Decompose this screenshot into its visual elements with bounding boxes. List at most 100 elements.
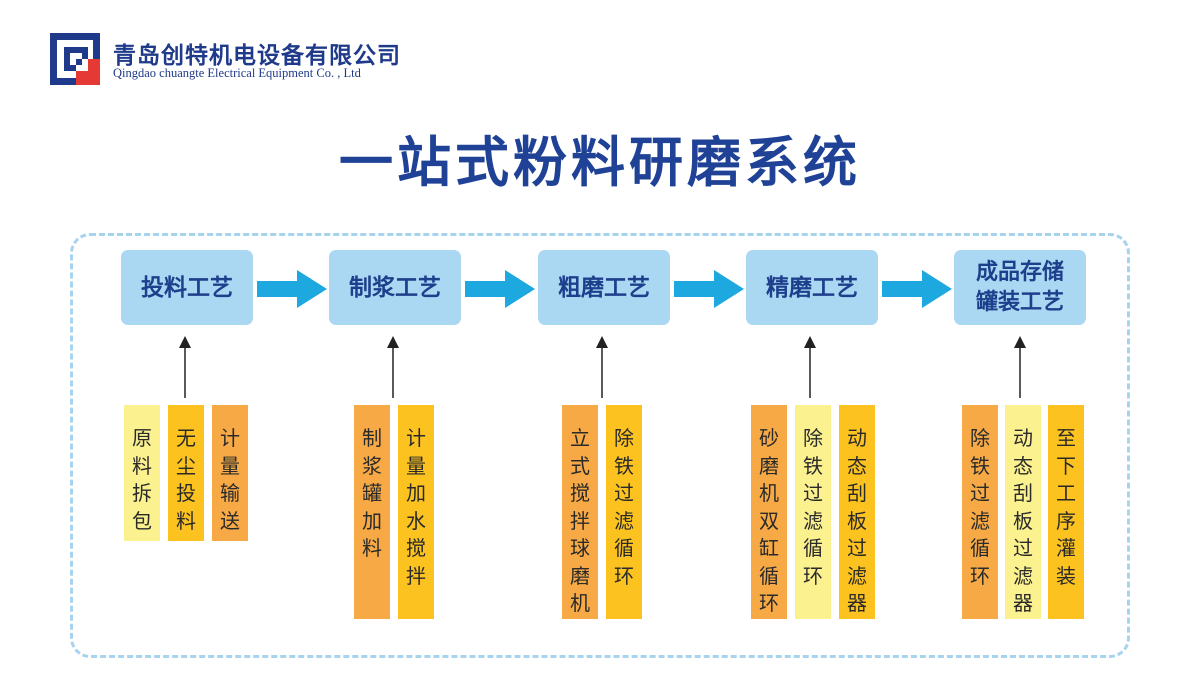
sub-item-char: 循	[614, 536, 634, 560]
sub-item-char: 磨	[570, 563, 590, 588]
sub-item-char: 球	[570, 536, 590, 560]
sub-item-char: 铁	[803, 453, 823, 478]
sub-item-metered-water-stirring: 计量加水搅拌	[398, 405, 434, 619]
sub-item-vertical-ball-mill: 立式搅拌球磨机	[562, 405, 598, 619]
sub-item-char: 滤	[1013, 563, 1033, 588]
sub-item-char: 过	[803, 481, 823, 505]
sub-item-char: 环	[759, 591, 779, 615]
right-arrow-icon	[674, 270, 744, 308]
sub-item-char: 原	[132, 426, 152, 450]
step-box-storage-filling: 成品存储罐装工艺	[954, 250, 1086, 325]
sub-item-char: 量	[406, 453, 426, 478]
sub-item-char: 除	[803, 426, 823, 450]
sub-item-char: 送	[220, 508, 240, 533]
sub-item-char: 尘	[176, 453, 196, 478]
sub-item-char: 铁	[970, 453, 990, 478]
sub-item-char: 计	[220, 426, 240, 450]
sub-item-char: 料	[132, 453, 152, 478]
right-arrow-icon	[465, 270, 535, 308]
sub-item-char: 过	[970, 481, 990, 505]
sub-item-iron-removal-filter-loop: 除铁过滤循环	[962, 405, 998, 619]
sub-item-char: 滤	[614, 508, 634, 533]
company-name-cn: 青岛创特机电设备有限公司	[113, 43, 401, 69]
sub-item-dynamic-scraper-filter: 动态刮板过滤器	[1005, 405, 1041, 619]
sub-item-char: 包	[132, 508, 152, 533]
company-logo-icon	[50, 33, 100, 85]
sub-item-char: 刮	[847, 481, 867, 505]
sub-item-char: 环	[614, 563, 634, 588]
sub-item-iron-removal-filter-loop: 除铁过滤循环	[606, 405, 642, 619]
sub-item-char: 除	[614, 426, 634, 450]
sub-item-char: 过	[1013, 536, 1033, 560]
sub-item-char: 器	[1013, 591, 1033, 615]
sub-item-char: 装	[1056, 563, 1076, 588]
sub-item-to-next-process-filling: 至下工序灌装	[1048, 405, 1084, 619]
up-arrow-icon	[387, 336, 399, 398]
sub-item-char: 加	[362, 508, 382, 533]
sub-item-char: 刮	[1013, 481, 1033, 505]
sub-item-char: 输	[220, 481, 240, 505]
sub-item-char: 机	[570, 591, 590, 615]
sub-item-char: 循	[970, 536, 990, 560]
sub-item-char: 循	[803, 536, 823, 560]
sub-item-char: 滤	[803, 508, 823, 533]
sub-item-char: 量	[220, 453, 240, 478]
up-arrow-icon	[596, 336, 608, 398]
up-arrow-icon	[1014, 336, 1026, 398]
sub-item-sand-mill-dual-tank: 砂磨机双缸循环	[751, 405, 787, 619]
sub-item-dust-free-feeding: 无尘投料	[168, 405, 204, 541]
diagram-frame	[70, 233, 1130, 658]
sub-item-raw-material-unpacking: 原料拆包	[124, 405, 160, 541]
step-box-feeding: 投料工艺	[121, 250, 253, 325]
sub-item-char: 缸	[759, 536, 779, 560]
sub-item-iron-removal-filter-loop: 除铁过滤循环	[795, 405, 831, 619]
sub-item-char: 计	[406, 426, 426, 450]
sub-item-char: 灌	[1056, 536, 1076, 560]
sub-item-char: 拌	[406, 563, 426, 588]
sub-item-char: 过	[847, 536, 867, 560]
step-box-slurry: 制浆工艺	[329, 250, 461, 325]
sub-item-char: 双	[759, 508, 779, 533]
step-box-coarse-grinding: 粗磨工艺	[538, 250, 670, 325]
right-arrow-icon	[882, 270, 952, 308]
sub-item-char: 砂	[759, 426, 779, 450]
sub-item-char: 态	[1013, 453, 1033, 478]
up-arrow-icon	[804, 336, 816, 398]
sub-item-char: 料	[362, 536, 382, 560]
sub-item-slurry-tank-feeding: 制浆罐加料	[354, 405, 390, 619]
sub-item-char: 机	[759, 481, 779, 505]
sub-item-char: 环	[970, 563, 990, 588]
sub-item-char: 罐	[362, 481, 382, 505]
sub-item-char: 循	[759, 563, 779, 588]
sub-item-char: 下	[1056, 453, 1076, 478]
sub-item-char: 板	[1013, 508, 1033, 533]
sub-item-char: 式	[570, 453, 590, 478]
sub-item-char: 立	[570, 426, 590, 450]
sub-item-char: 序	[1056, 508, 1076, 533]
sub-item-char: 无	[176, 426, 196, 450]
sub-item-char: 环	[803, 563, 823, 588]
page-title: 一站式粉料研磨系统	[339, 131, 861, 194]
sub-item-char: 料	[176, 508, 196, 533]
sub-item-char: 板	[847, 508, 867, 533]
sub-item-char: 水	[406, 508, 426, 533]
sub-item-char: 拌	[570, 508, 590, 533]
sub-item-char: 动	[847, 426, 867, 450]
sub-item-char: 器	[847, 591, 867, 615]
sub-item-dynamic-scraper-filter: 动态刮板过滤器	[839, 405, 875, 619]
sub-item-char: 铁	[614, 453, 634, 478]
sub-item-char: 态	[847, 453, 867, 478]
sub-item-char: 投	[176, 481, 196, 505]
sub-item-char: 动	[1013, 426, 1033, 450]
company-name-en: Qingdao chuangte Electrical Equipment Co…	[113, 66, 361, 80]
sub-item-char: 加	[406, 481, 426, 505]
sub-item-char: 过	[614, 481, 634, 505]
up-arrow-icon	[179, 336, 191, 398]
step-box-fine-grinding: 精磨工艺	[746, 250, 878, 325]
right-arrow-icon	[257, 270, 327, 308]
sub-item-metered-conveying: 计量输送	[212, 405, 248, 541]
sub-item-char: 除	[970, 426, 990, 450]
sub-item-char: 制	[362, 426, 382, 450]
sub-item-char: 滤	[847, 563, 867, 588]
sub-item-char: 磨	[759, 453, 779, 478]
